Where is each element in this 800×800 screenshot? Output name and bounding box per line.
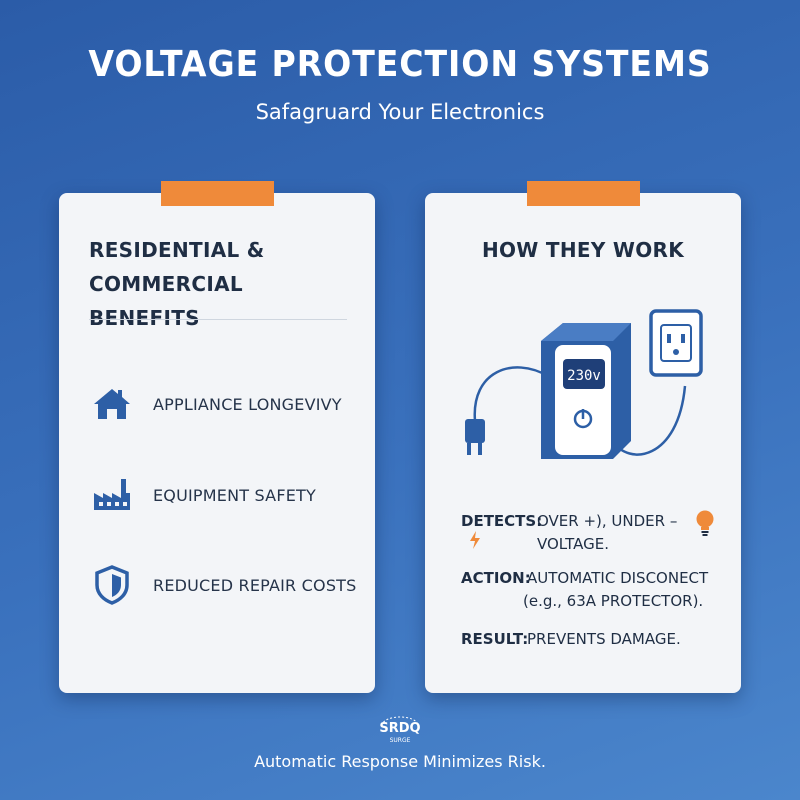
house-icon: [89, 382, 135, 426]
detects-row: DETECTS:: [461, 510, 542, 532]
result-row: RESULT:: [461, 628, 528, 650]
logo-text: SRDQ: [379, 721, 420, 736]
how-they-work-card: HOW THEY WORK 230v: [425, 181, 741, 693]
benefits-card-title: RESIDENTIAL & COMMERCIAL BENEFITS: [89, 233, 359, 335]
benefits-card: RESIDENTIAL & COMMERCIAL BENEFITS APPLIA…: [59, 181, 375, 693]
voltage-protector-illustration: 230v: [453, 301, 723, 481]
benefit-item-appliance: APPLIANCE LONGEVIVY: [89, 382, 359, 426]
benefit-item-repair: REDUCED REPAIR COSTS: [89, 563, 359, 607]
action-value-line2: (e.g., 63A PROTECTOR).: [523, 592, 704, 610]
benefit-item-equipment: EQUIPMENT SAFETY: [89, 473, 359, 517]
action-key: ACTION:: [461, 569, 531, 587]
device-display: 230v: [567, 368, 601, 384]
how-title: HOW THEY WORK: [481, 238, 685, 262]
action-row: ACTION:: [461, 567, 531, 589]
result-value: PREVENTS DAMAGE.: [527, 630, 681, 648]
footer-tagline: Automatic Response Minimizes Risk.: [254, 752, 546, 771]
plug-icon: [465, 419, 485, 455]
lightning-icon: [469, 531, 481, 554]
shield-icon: [89, 563, 135, 607]
detects-key: DETECTS:: [461, 512, 543, 530]
action-value-line1: AUTOMATIC DISCONECT: [527, 569, 709, 587]
benefit-label: EQUIPMENT SAFETY: [153, 485, 316, 505]
benefits-title-line1: RESIDENTIAL & COMMERCIAL: [89, 238, 265, 296]
brand-logo: SRDQ SURGE: [376, 708, 424, 753]
factory-icon: [89, 473, 135, 517]
divider: [89, 319, 347, 320]
detects-value-line1: OVER +), UNDER –: [537, 512, 678, 530]
result-key: RESULT:: [461, 630, 529, 648]
lightbulb-icon: [695, 509, 715, 542]
card-tab: [527, 181, 640, 206]
card-tab: [161, 181, 274, 206]
benefit-label: APPLIANCE LONGEVIVY: [153, 394, 342, 414]
page-title: VOLTAGE PROTECTION SYSTEMS: [88, 44, 712, 85]
wall-outlet-icon: [649, 309, 703, 377]
benefit-label: REDUCED REPAIR COSTS: [153, 575, 357, 595]
benefits-title-line2: BENEFITS: [89, 306, 200, 330]
page-subtitle: Safagruard Your Electronics: [255, 100, 545, 124]
detects-value-line2: VOLTAGE.: [537, 535, 609, 553]
logo-subtext: SURGE: [390, 737, 411, 744]
